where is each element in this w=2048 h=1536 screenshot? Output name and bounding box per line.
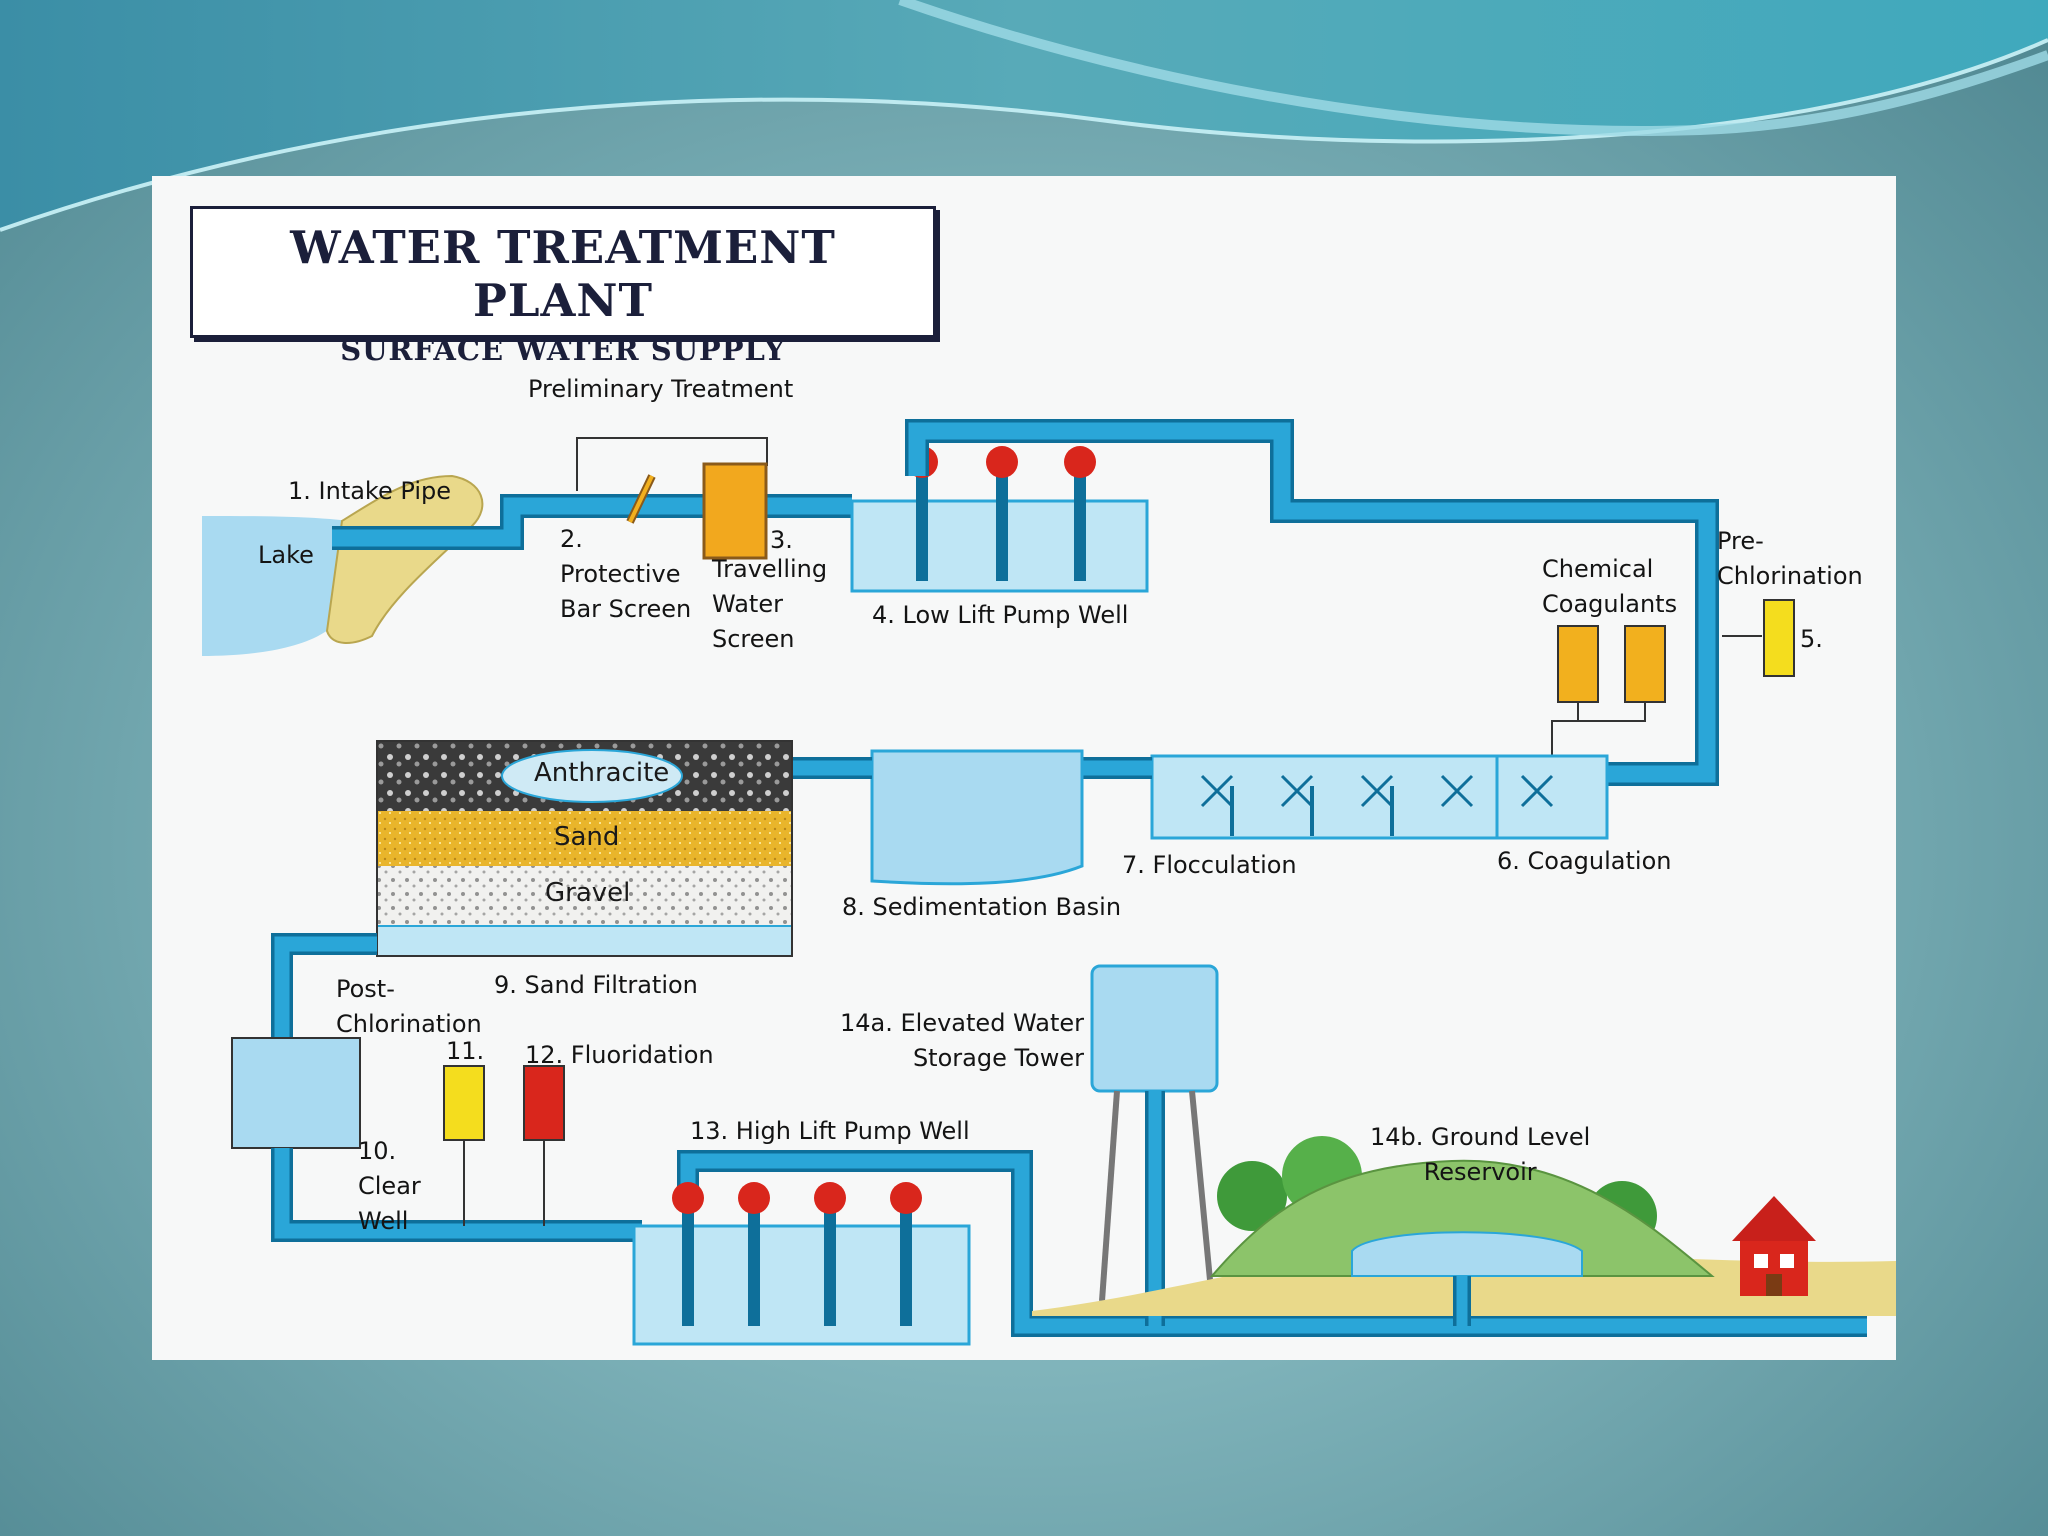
label-lake: Lake: [258, 541, 314, 569]
label-preliminary-treatment: Preliminary Treatment: [528, 375, 794, 403]
label-sedimentation-basin: 8. Sedimentation Basin: [842, 893, 1122, 921]
travelling-screen: [702, 462, 768, 560]
sedimentation-basin: [870, 749, 1084, 886]
tree: [1217, 1161, 1287, 1231]
label-pre-chlorination: Pre- Chlorination: [1717, 527, 1863, 590]
coagulation-basin: [1495, 754, 1609, 840]
slide-header-wave: [0, 0, 2048, 232]
pump: [738, 1182, 770, 1214]
coagulant-tank: [1624, 625, 1666, 703]
label-pre-chlorination-number: 5.: [1800, 625, 1823, 653]
label-flocculation: 7. Flocculation: [1122, 851, 1297, 879]
label-clear-well: 10. Clear Well: [358, 1137, 421, 1235]
sand-filter-outline: [376, 740, 793, 957]
diagram-panel: WATER TREATMENT PLANT SURFACE WATER SUPP…: [152, 176, 1896, 1360]
coagulant-tank: [1557, 625, 1599, 703]
preliminary-bracket: [576, 437, 768, 491]
label-sand: Sand: [554, 822, 620, 852]
flocculation-paddles: [1200, 774, 1554, 808]
diagram-title-box: WATER TREATMENT PLANT SURFACE WATER SUPP…: [190, 206, 936, 367]
label-post-chlorination: Post- Chlorination: [336, 975, 482, 1038]
label-fluoridation: 12. Fluoridation: [525, 1041, 714, 1069]
pump: [1064, 446, 1096, 478]
label-gravel: Gravel: [545, 878, 631, 908]
label-low-lift-pump-well: 4. Low Lift Pump Well: [872, 601, 1129, 629]
label-sand-filtration: 9. Sand Filtration: [494, 971, 698, 999]
ground-reservoir-hill: [1209, 1159, 1715, 1277]
post-chlorination-tank: [443, 1065, 485, 1141]
pump: [814, 1182, 846, 1214]
label-travelling-screen: 3. Travelling Water Screen: [712, 526, 828, 653]
label-coagulation: 6. Coagulation: [1497, 847, 1672, 875]
diagram-title: WATER TREATMENT PLANT: [290, 221, 836, 327]
underdrain: [376, 925, 793, 957]
ground-level-reservoir: [1351, 1231, 1583, 1277]
label-chemical-coagulants: Chemical Coagulants: [1542, 555, 1678, 618]
label-elevated-storage-tower: 14a. Elevated Water Storage Tower: [840, 1009, 1084, 1072]
pump: [672, 1182, 704, 1214]
label-bar-screen: 2. Protective Bar Screen: [560, 525, 692, 623]
pre-chlorination-tank: [1763, 599, 1795, 677]
plant-diagram: [202, 419, 1896, 1346]
label-ground-level-reservoir: 14b. Ground Level Reservoir: [1370, 1123, 1591, 1186]
label-anthracite: Anthracite: [534, 758, 670, 788]
elevated-storage-tower: [1090, 964, 1219, 1093]
clear-well: [231, 1037, 361, 1149]
house: [1732, 1196, 1816, 1296]
sand-layer: [377, 811, 792, 866]
pump: [890, 1182, 922, 1214]
flocculation-basin: [1150, 754, 1499, 840]
pump: [986, 446, 1018, 478]
label-intake-pipe: 1. Intake Pipe: [288, 477, 451, 505]
label-high-lift-pump-well: 13. High Lift Pump Well: [690, 1117, 970, 1145]
fluoridation-tank: [523, 1065, 565, 1141]
diagram-subtitle: SURFACE WATER SUPPLY: [340, 333, 786, 367]
label-post-chlorination-number: 11.: [446, 1037, 485, 1065]
